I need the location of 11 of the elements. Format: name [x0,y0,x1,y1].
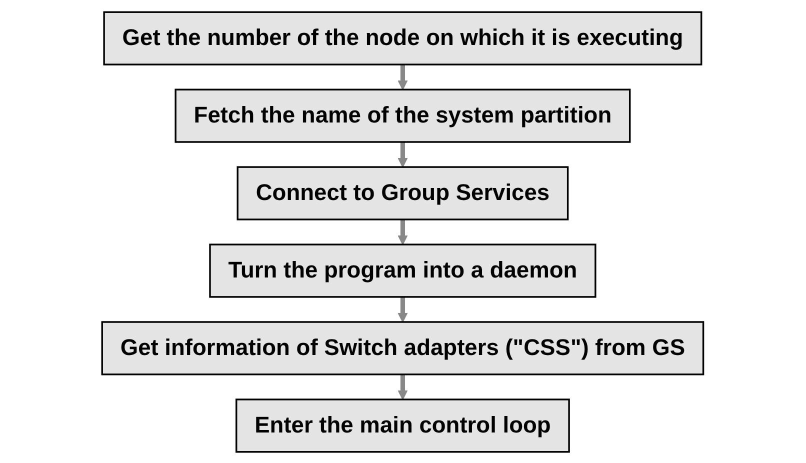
node-box: Fetch the name of the system partition [175,88,631,142]
node-box: Connect to Group Services [237,166,569,220]
node-box: Get the number of the node on which it is executing [104,10,702,65]
arrow [398,141,408,167]
arrow [398,218,408,244]
node-box: Get information of Switch adapters ("CSS") from GS [102,320,704,375]
node-box: Turn the program into a daemon [209,243,597,298]
node-box: Enter the main control loop [236,398,570,452]
arrow [398,296,408,322]
arrow [398,64,408,90]
arrow [398,374,408,400]
